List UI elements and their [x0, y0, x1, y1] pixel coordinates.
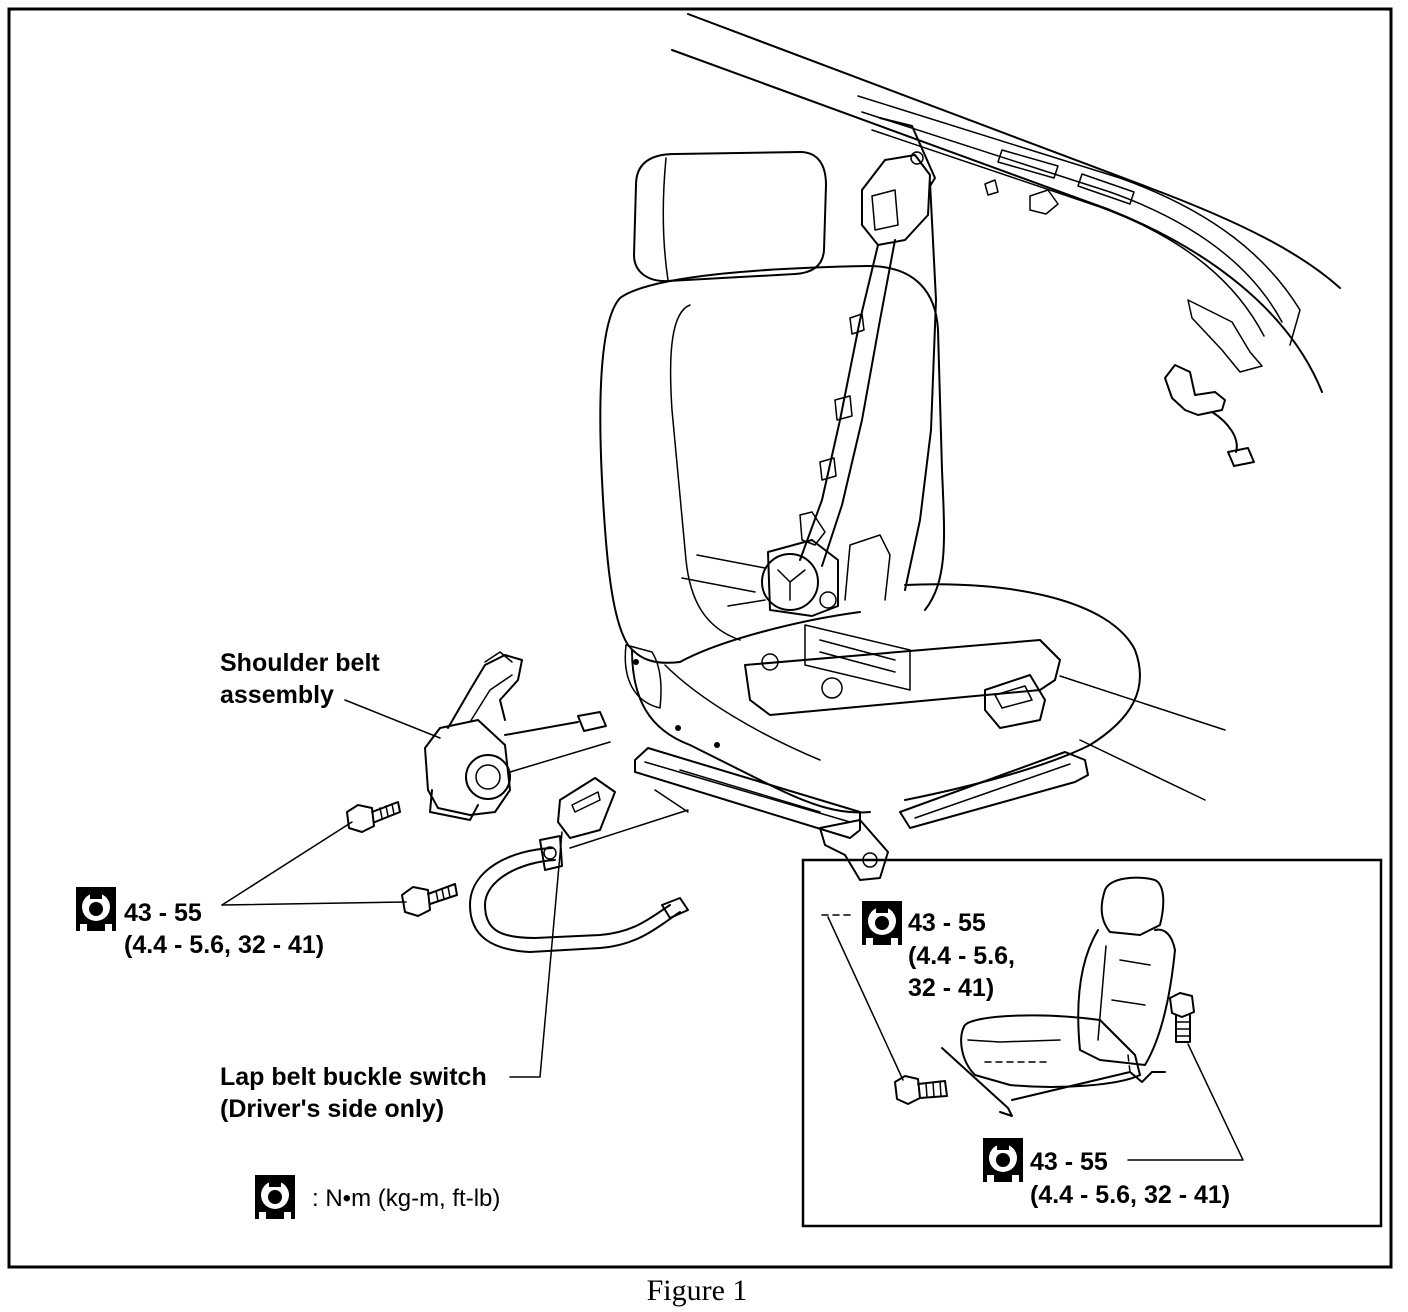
inset-rear-torque-detail: (4.4 - 5.6, 32 - 41): [1030, 1181, 1230, 1209]
lap-belt-buckle: [469, 777, 689, 953]
inset-front-torque-detail-line2: 32 - 41): [908, 974, 994, 1002]
shoulder-belt-label-line2: assembly: [220, 681, 334, 709]
buckle-switch-leader-line: [509, 831, 563, 1078]
inset-rear-leader-line: [1127, 1043, 1244, 1161]
upper-belt-anchor: [861, 117, 936, 246]
inset-front-bolt: [894, 1075, 948, 1105]
installed-retractor: [761, 539, 839, 617]
connector-harness: [1164, 364, 1255, 467]
headrest-seam: [662, 157, 669, 281]
inset-front-torque-value: 43 - 55: [908, 909, 986, 937]
buckle-to-seat-line: [569, 809, 689, 849]
shoulder-belt-leader-line: [344, 699, 441, 739]
lap-belt-bracket: [744, 624, 1061, 729]
torque-wrench-icon: [76, 887, 116, 931]
belt-bolt-upper: [346, 801, 401, 833]
torque-wrench-icon: [255, 1175, 295, 1219]
inset-front-leader-line: [827, 916, 904, 1081]
torque-unit-legend: : N•m (kg-m, ft-lb): [312, 1185, 500, 1212]
inset-rear-bolt: [1169, 992, 1195, 1043]
shoulder-belt-label-line1: Shoulder belt: [220, 649, 380, 677]
roof-rail: [671, 13, 1341, 393]
buckle-switch-label-line2: (Driver's side only): [220, 1095, 444, 1123]
belt-bolt-torque-value: 43 - 55: [124, 899, 202, 927]
figure-frame: [7, 7, 1393, 1269]
figure-caption: Figure 1: [647, 1274, 748, 1307]
buckle-switch-label-line1: Lap belt buckle switch: [220, 1063, 487, 1091]
assembly-to-seat-line: [509, 741, 611, 773]
headrest: [633, 151, 827, 283]
inset-rear-torque-value: 43 - 55: [1030, 1148, 1108, 1176]
belt-bolt-lower: [401, 883, 458, 917]
seat-rails: [634, 725, 1089, 881]
belt-bolt-torque-detail: (4.4 - 5.6, 32 - 41): [124, 931, 324, 959]
seat-back: [599, 265, 946, 664]
belt-webbing: [799, 181, 937, 591]
seat-cushion: [624, 583, 1141, 814]
torque-wrench-icon: [983, 1138, 1023, 1182]
seat-mounting-inset: [801, 858, 1383, 1228]
shoulder-belt-assembly: [424, 651, 607, 821]
torque-wrench-icon: [862, 901, 902, 945]
inset-front-torque-detail-line1: (4.4 - 5.6,: [908, 942, 1015, 970]
torque-leader-line-upper: [221, 821, 353, 906]
torque-leader-line-lower: [221, 901, 407, 906]
floor-lines: [654, 554, 1226, 813]
